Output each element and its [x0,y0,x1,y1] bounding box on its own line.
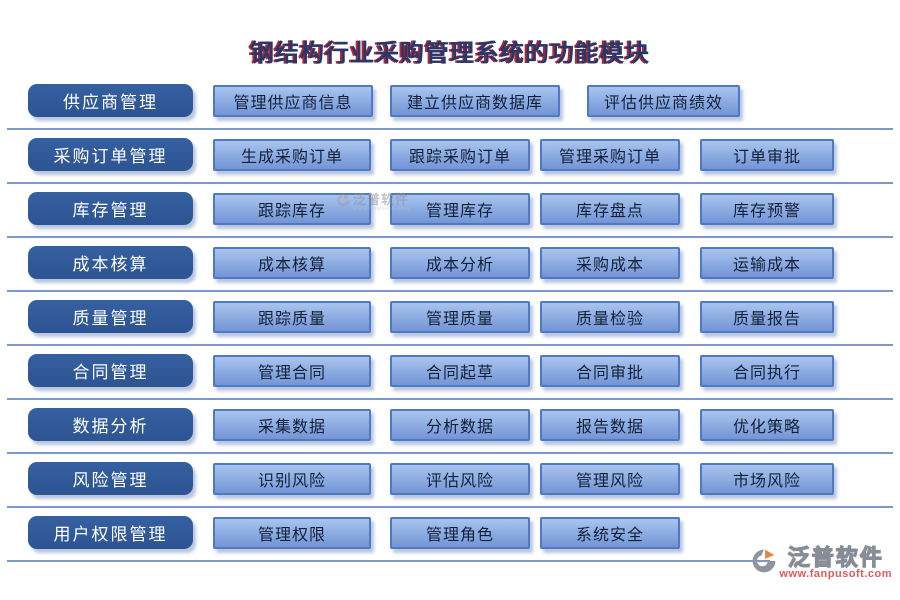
item-button: 评估风险 [390,463,530,495]
item-button: 评估供应商绩效 [587,85,740,117]
item-button: 质量检验 [540,301,680,333]
row-divider [7,182,893,184]
item-button: 跟踪采购订单 [390,139,530,171]
item-button: 合同审批 [540,355,680,387]
item-button: 合同执行 [700,355,834,387]
item-button: 管理供应商信息 [213,85,373,117]
item-button: 识别风险 [213,463,371,495]
row-divider [7,560,770,562]
item-button: 跟踪质量 [213,301,371,333]
item-button: 优化策略 [700,409,834,441]
item-button: 生成采购订单 [213,139,371,171]
category-button: 合同管理 [28,354,193,387]
fanpu-logo-icon [751,548,777,579]
page-title: 钢结构行业采购管理系统的功能模块 [250,41,650,67]
item-button: 库存预警 [700,193,834,225]
logo-url: www.fanpusoft.com [779,568,892,581]
item-button: 采购成本 [540,247,680,279]
fanpu-logo: 泛普软件 www.fanpusoft.com [751,545,892,581]
item-button: 采集数据 [213,409,371,441]
row-divider [7,290,893,292]
category-button: 供应商管理 [28,84,193,117]
category-button: 数据分析 [28,408,193,441]
category-button: 成本核算 [28,246,193,279]
item-button: 管理权限 [213,517,371,549]
item-button: 管理合同 [213,355,371,387]
item-button: 分析数据 [390,409,530,441]
category-button: 风险管理 [28,462,193,495]
logo-name: 泛普软件 [787,545,884,570]
item-button: 系统安全 [540,517,680,549]
item-button: 质量报告 [700,301,834,333]
row-divider [7,344,893,346]
row-divider [7,128,893,130]
row-divider [7,236,893,238]
item-button: 管理风险 [540,463,680,495]
category-button: 采购订单管理 [28,138,193,171]
row-divider [7,506,893,508]
category-button: 库存管理 [28,192,193,225]
row-divider [7,452,893,454]
item-button: 建立供应商数据库 [390,85,560,117]
item-button: 市场风险 [700,463,834,495]
category-button: 用户权限管理 [28,516,193,549]
item-button: 合同起草 [390,355,530,387]
item-button: 跟踪库存 [213,193,371,225]
category-button: 质量管理 [28,300,193,333]
row-divider [7,398,893,400]
item-button: 报告数据 [540,409,680,441]
item-button: 成本分析 [390,247,530,279]
item-button: 管理质量 [390,301,530,333]
item-button: 管理库存 [390,193,530,225]
item-button: 订单审批 [700,139,834,171]
item-button: 运输成本 [700,247,834,279]
item-button: 管理采购订单 [540,139,680,171]
item-button: 管理角色 [390,517,530,549]
item-button: 成本核算 [213,247,371,279]
item-button: 库存盘点 [540,193,680,225]
